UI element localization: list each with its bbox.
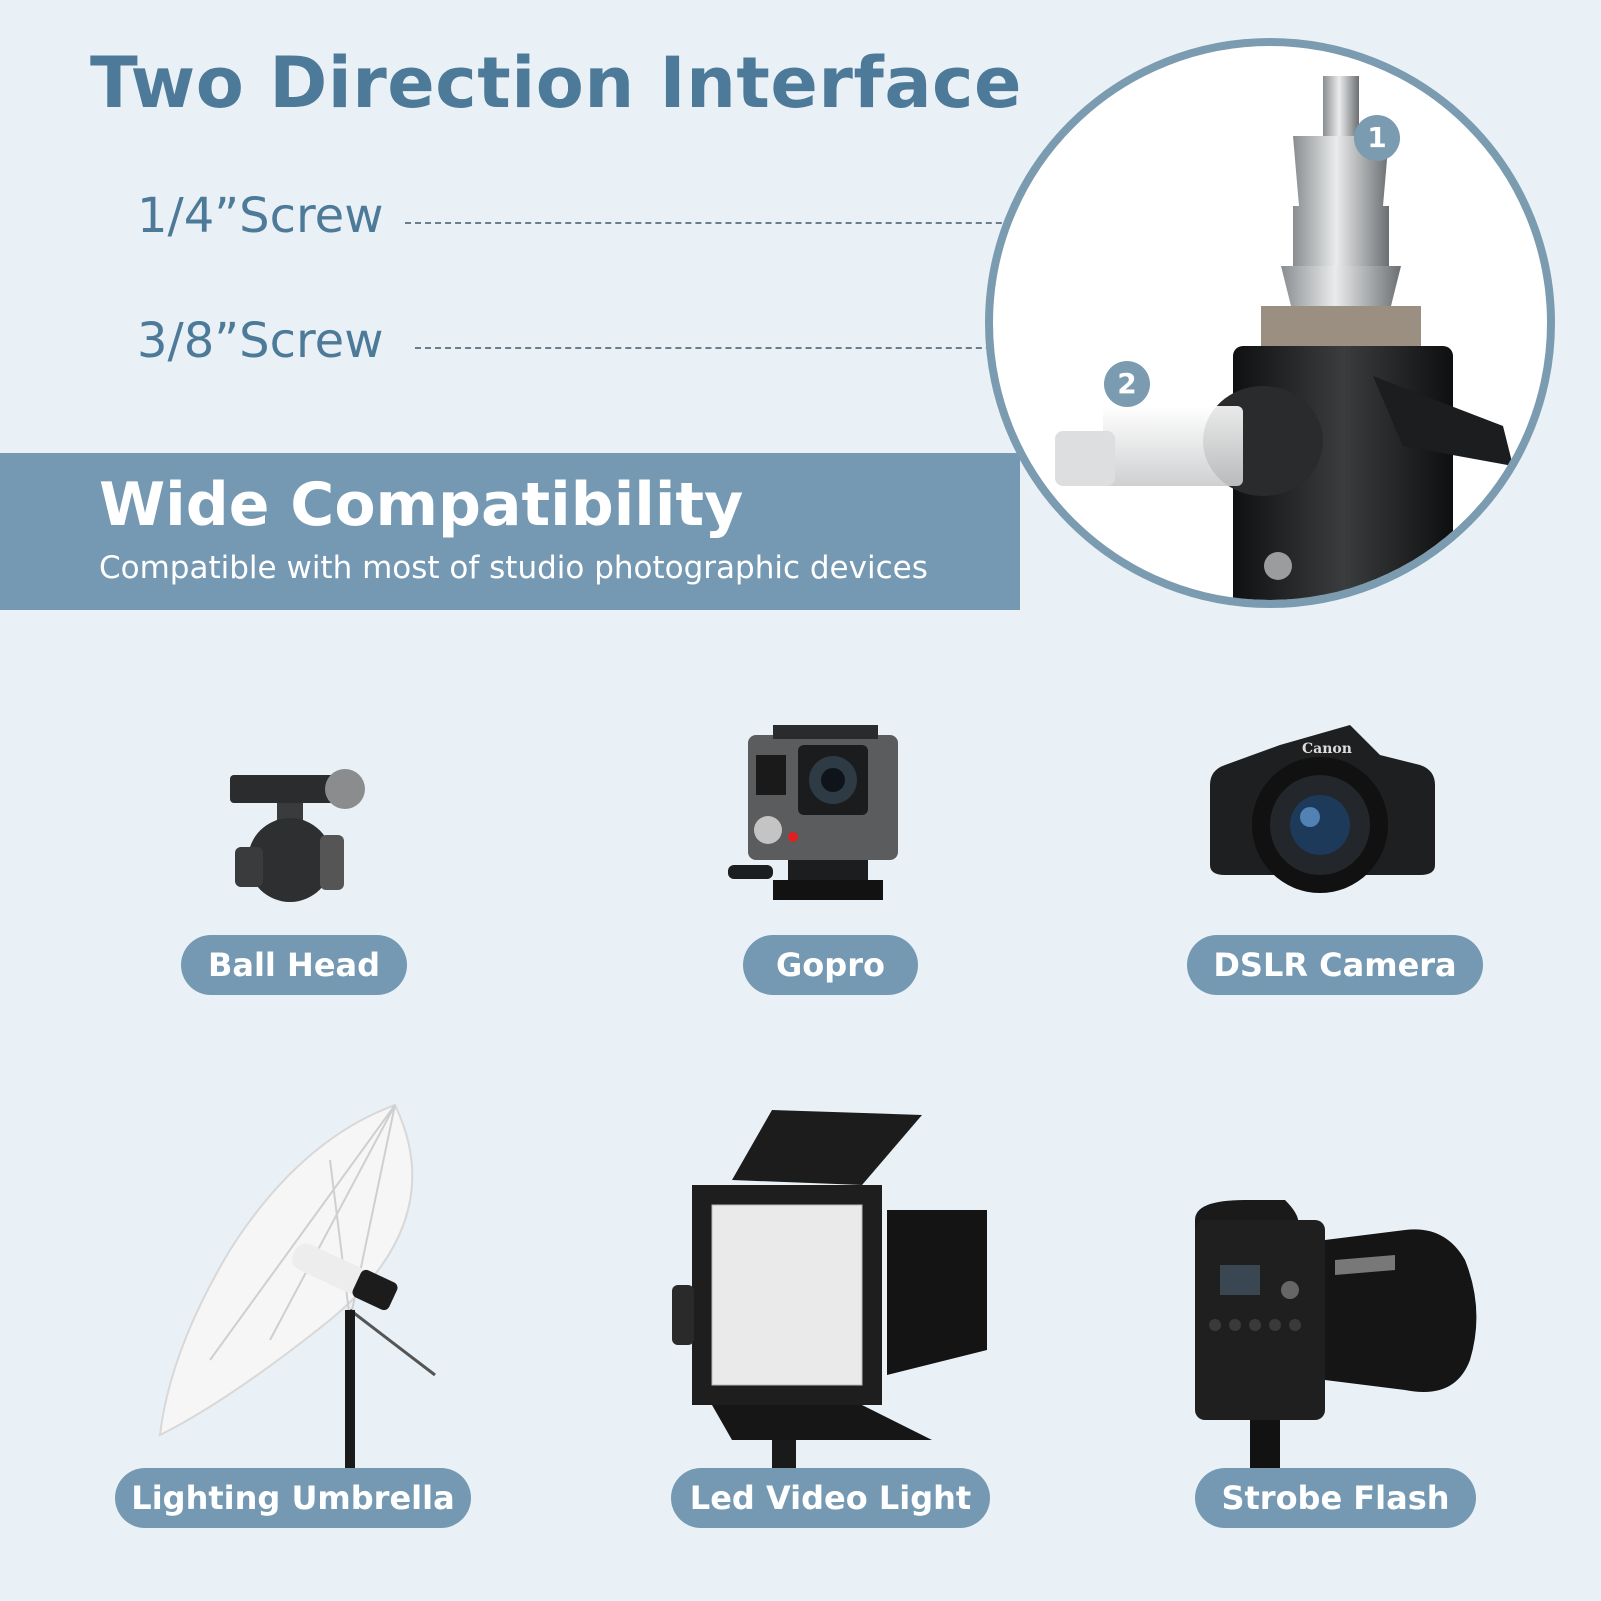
screw-quarter-inch-label: 1/4”Screw [137,188,384,244]
device-label-lighting-umbrella: Lighting Umbrella [115,1468,471,1528]
device-label-ball-head: Ball Head [181,935,407,995]
led-video-light-icon [672,1110,987,1470]
leader-line-2 [415,347,1102,349]
screw-three-eighths-label: 3/8”Screw [137,313,384,369]
leader-line-1 [405,222,1142,224]
stand-connector-icon [1055,76,1513,600]
svg-text:Canon: Canon [1302,741,1352,757]
connector-detail-circle: 1 2 [985,38,1555,608]
device-label-dslr-camera: DSLR Camera [1187,935,1483,995]
ball-head-icon [230,769,365,902]
banner-subtitle: Compatible with most of studio photograp… [99,550,928,586]
badge-1: 1 [1354,115,1400,161]
strobe-flash-icon [1195,1200,1477,1470]
gopro-icon [728,725,898,900]
device-label-led-video-light: Led Video Light [671,1468,990,1528]
badge-2: 2 [1104,361,1150,407]
dslr-camera-icon: Canon [1210,725,1435,893]
banner-title: Wide Compatibility [99,470,744,540]
device-label-strobe-flash: Strobe Flash [1195,1468,1476,1528]
page-title: Two Direction Interface [90,42,1023,124]
lighting-umbrella-icon [158,1103,436,1470]
device-label-gopro: Gopro [743,935,918,995]
compatibility-banner [0,453,1020,610]
